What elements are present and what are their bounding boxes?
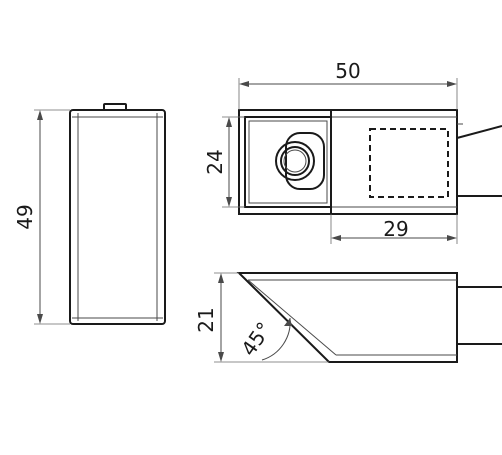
front-view-chamfer-inner xyxy=(247,279,337,356)
cable-wire-top xyxy=(456,125,502,139)
side-view xyxy=(69,103,166,325)
body-length-dimension: 29 xyxy=(330,214,458,244)
width-dimension-label: 50 xyxy=(335,59,360,83)
opening-frame-inner xyxy=(248,120,328,204)
tip-angle-dimension: 45° xyxy=(236,318,292,361)
height-dimension-label: 49 xyxy=(13,204,37,229)
connector-inner-ring xyxy=(280,146,310,176)
tip-height-dimension: 21 xyxy=(194,272,329,363)
front-view-outline xyxy=(236,272,458,363)
top-tab xyxy=(103,103,127,111)
hidden-component xyxy=(369,128,449,198)
tip-height-dimension-label: 21 xyxy=(194,307,218,332)
connector-outer-ring xyxy=(275,141,315,181)
opening-height-dimension: 24 xyxy=(203,116,245,208)
top-view-outline xyxy=(238,109,458,215)
connector-center xyxy=(283,149,307,173)
opening-frame xyxy=(244,116,332,208)
front-view xyxy=(236,272,502,363)
body-length-dimension-label: 29 xyxy=(383,217,408,241)
width-dimension: 50 xyxy=(238,59,458,110)
height-dimension: 49 xyxy=(13,109,70,325)
connector-body xyxy=(285,132,325,190)
side-view-outline xyxy=(69,109,166,325)
tip-angle-dimension-label: 45° xyxy=(236,318,276,361)
top-view xyxy=(238,109,502,215)
opening-height-dimension-label: 24 xyxy=(203,149,227,174)
